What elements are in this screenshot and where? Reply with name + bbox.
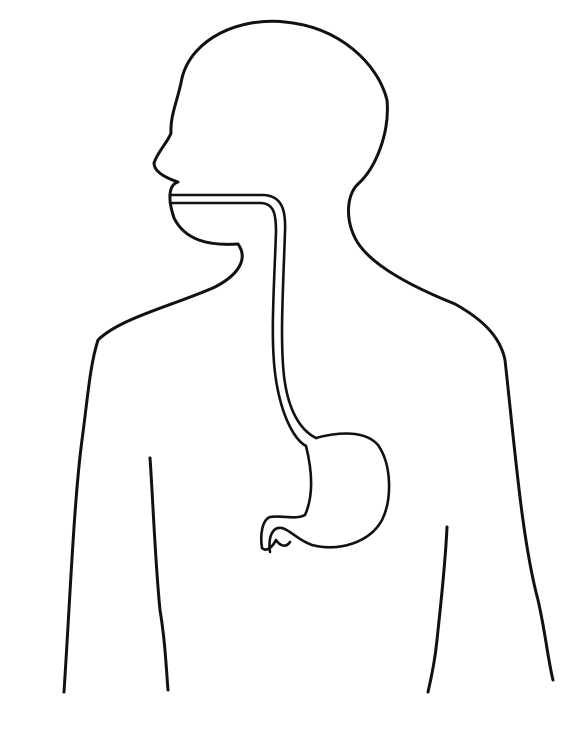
duodenum-tip <box>260 538 292 551</box>
right-arm-inner-outline <box>426 525 449 694</box>
left-arm-inner-outline <box>148 456 170 692</box>
esophagus-inner-line <box>168 201 308 448</box>
digestive-organs <box>168 193 391 554</box>
esophagus-outer-line <box>168 193 318 440</box>
head-and-shoulders-outline <box>62 19 555 694</box>
body-outline <box>62 19 555 694</box>
stomach-outline <box>268 432 391 554</box>
stomach-inner-outline <box>259 444 313 550</box>
